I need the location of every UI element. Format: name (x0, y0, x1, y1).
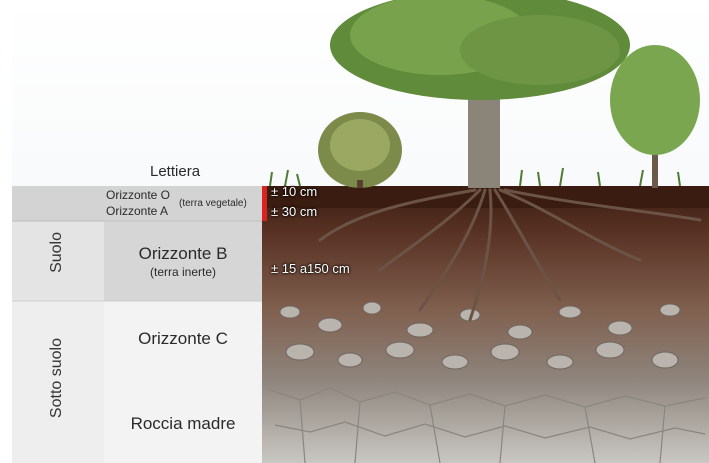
label-orizzonte-a: Orizzonte A (106, 204, 168, 218)
label-lettiera: Lettiera (150, 163, 200, 180)
label-terra-inerte: (terra inerte) (104, 265, 262, 279)
label-orizzonte-c: Orizzonte C (104, 329, 262, 349)
label-orizzonte-b: Orizzonte B (104, 244, 262, 264)
bush (318, 112, 402, 188)
depth-b: ± 15 a150 cm (271, 261, 350, 276)
depth-marker (262, 186, 267, 221)
depth-a: ± 30 cm (271, 204, 317, 219)
side-label-suolo: Suolo (48, 232, 66, 273)
side-label-sotto-suolo: Sotto suolo (48, 338, 66, 418)
depth-o: ± 10 cm (271, 184, 317, 199)
label-terra-vegetale: (terra vegetale) (179, 198, 247, 209)
soil-cross-section (262, 186, 709, 463)
label-orizzonte-o: Orizzonte O (106, 188, 170, 202)
label-roccia-madre: Roccia madre (104, 414, 262, 434)
